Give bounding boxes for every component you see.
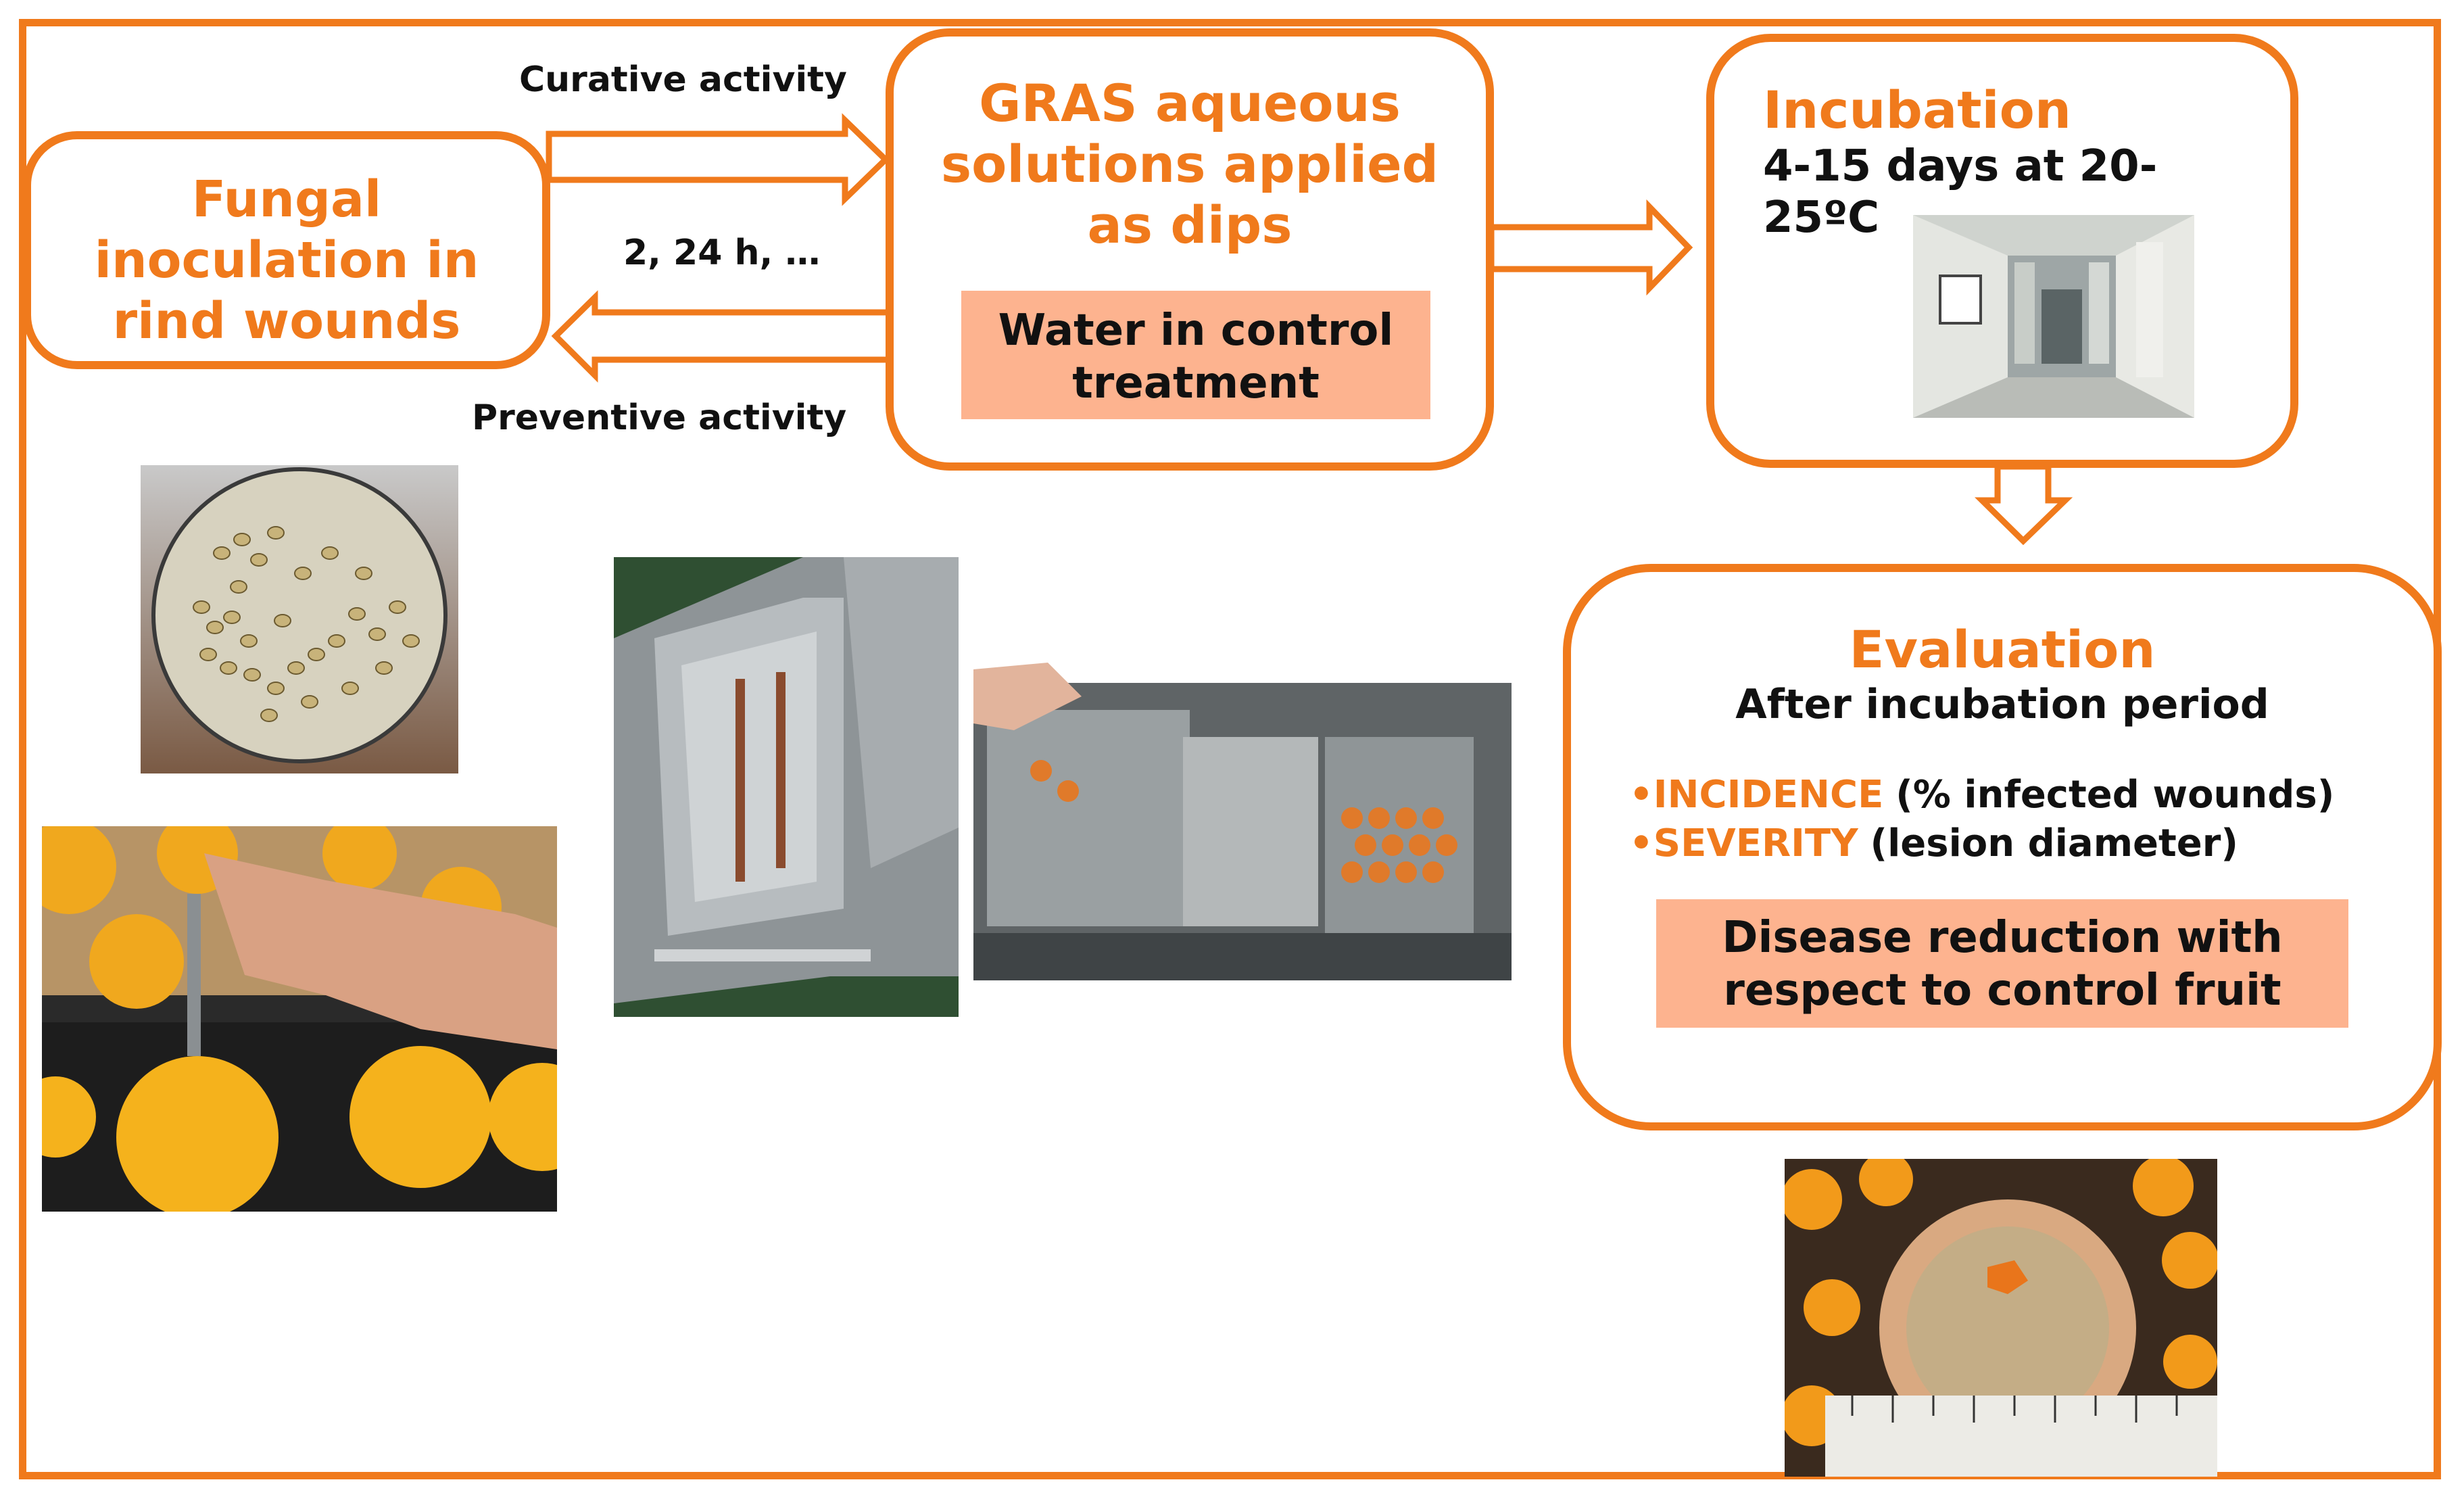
dip-tank-photo	[614, 557, 959, 1017]
inoculation-title-line: inoculation in	[94, 231, 479, 289]
metric-bullet: •	[1629, 773, 1653, 817]
inoculation-title-line: Fungal	[191, 170, 382, 229]
evaluation-box: Evaluation After incubation period •INCI…	[1563, 564, 2442, 1130]
disease-reduction-note: Disease reduction with respect to contro…	[1656, 899, 2348, 1028]
treatment-title-line: solutions applied	[940, 134, 1439, 194]
metric-incidence: •INCIDENCE (% infected wounds)	[1629, 771, 2434, 819]
metric-bullet: •	[1629, 821, 1653, 865]
metric-name: SEVERITY	[1653, 821, 1858, 865]
infected-fruit-photo	[1785, 1159, 2217, 1477]
result-line: respect to control fruit	[1723, 966, 2281, 1016]
spores-micrograph-photo	[141, 465, 458, 773]
fruit-wounding-photo	[42, 826, 557, 1212]
inoculation-box: Fungal inoculation in rind wounds	[23, 131, 550, 369]
control-line: treatment	[1072, 358, 1320, 408]
metric-description: (lesion diameter)	[1870, 821, 2239, 865]
time-label: 2, 24 h, …	[623, 233, 821, 273]
treatment-title-line: GRAS aqueous	[979, 73, 1401, 133]
to-evaluation-arrow	[1975, 463, 2073, 546]
control-treatment-note: Water in control treatment	[961, 291, 1430, 419]
incubation-detail-line: 4-15 days at 20-	[1763, 141, 2158, 191]
result-line: Disease reduction with	[1722, 913, 2283, 963]
inoculation-title-line: rind wounds	[112, 292, 461, 350]
preventive-arrow	[551, 290, 894, 383]
metric-name: INCIDENCE	[1653, 773, 1884, 817]
incubation-box: Incubation 4-15 days at 20- 25ºC	[1706, 34, 2298, 468]
treatment-title-line: as dips	[1087, 195, 1293, 255]
incubation-title: Incubation	[1763, 80, 2071, 140]
fruit-baskets-photo	[973, 615, 1512, 980]
control-line: Water in control	[998, 306, 1394, 356]
evaluation-subtitle: After incubation period	[1735, 681, 2269, 728]
to-incubation-arrow	[1488, 199, 1693, 296]
incubation-room-photo	[1913, 215, 2194, 418]
curative-arrow	[546, 113, 890, 206]
metric-severity: •SEVERITY (lesion diameter)	[1629, 819, 2434, 868]
preventive-label: Preventive activity	[472, 398, 847, 438]
evaluation-title: Evaluation	[1849, 619, 2156, 680]
curative-label: Curative activity	[519, 59, 847, 100]
incubation-detail-line: 25ºC	[1763, 193, 1880, 243]
metric-description: (% infected wounds)	[1895, 773, 2335, 817]
